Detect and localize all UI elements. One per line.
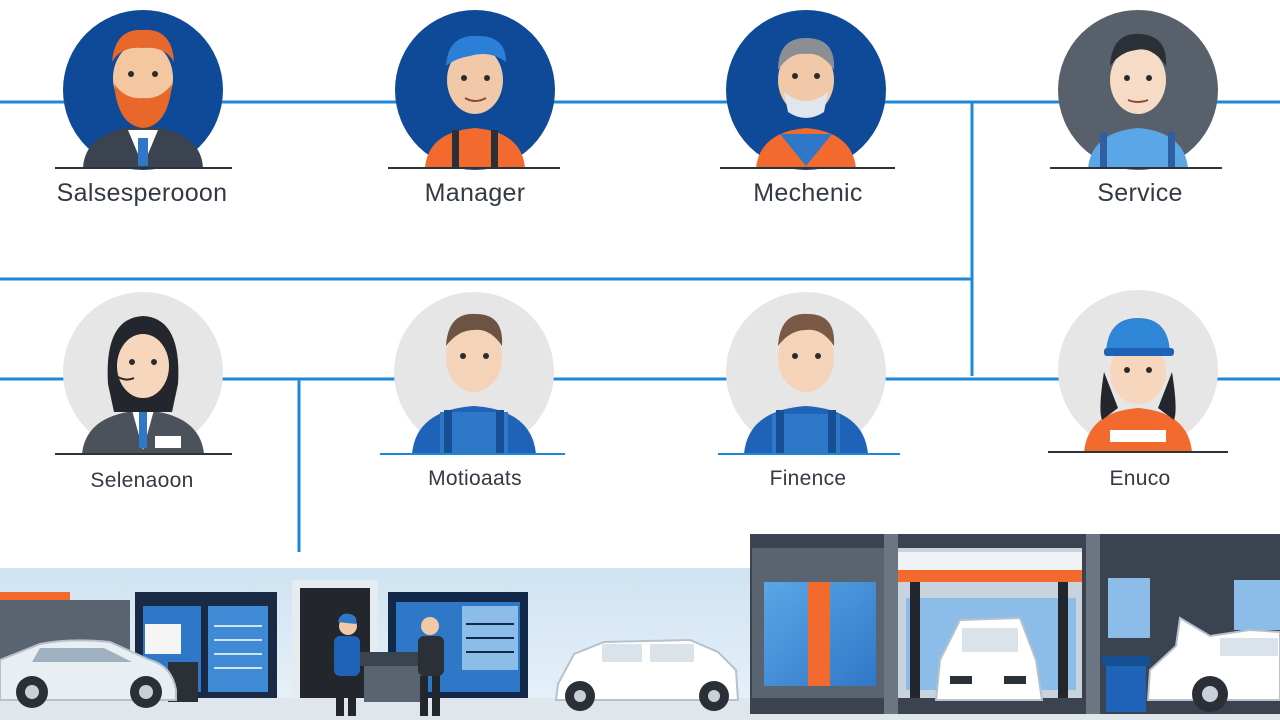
car-dealership-storefront-illustration [0,534,1280,720]
worker-in-blue-overalls-avatar [380,292,565,455]
woman-in-blue-cap-avatar [1048,290,1228,453]
role-label-top-1: Salsesperooon [56,179,228,207]
red-bearded-man-in-suit-avatar [55,10,232,170]
role-label-top-4: Service [1097,179,1183,207]
role-label-top-3: Mechenic [753,179,863,207]
woman-in-suit-with-headset-avatar [55,292,232,455]
role-label-bottom-1: Selenaoon [90,469,194,492]
mechanic-with-mask-avatar [720,10,895,170]
role-label-bottom-3: Finence [769,467,847,490]
role-label-bottom-4: Enuco [1109,467,1171,490]
service-advisor-headset-avatar [1050,10,1222,170]
blue-haired-worker-avatar [388,10,560,170]
role-label-top-2: Manager [424,179,526,207]
role-label-bottom-2: Motioaats [428,467,522,490]
man-in-blue-overalls-avatar [718,292,900,455]
